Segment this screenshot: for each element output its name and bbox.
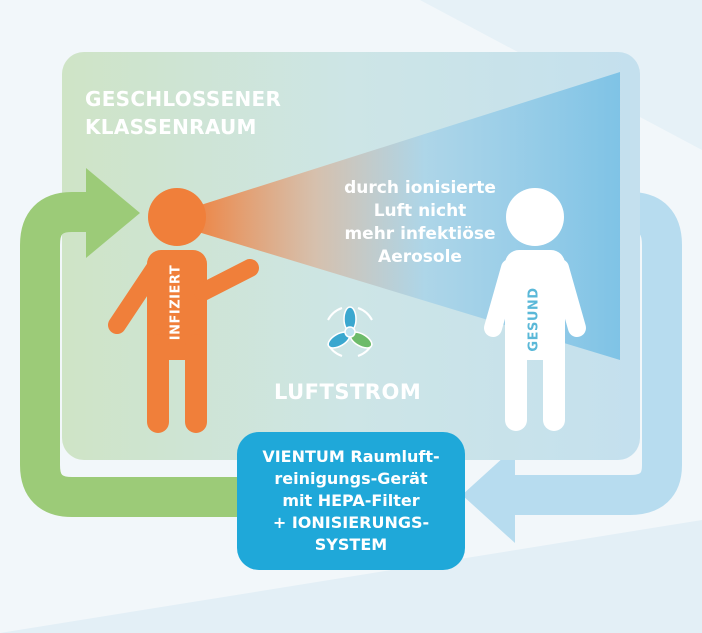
room-title: GESCHLOSSENER KLASSENRAUM xyxy=(85,85,281,141)
beam-caption-line: mehr infektiöse xyxy=(344,224,496,244)
healthy-person xyxy=(484,188,586,431)
infected-person xyxy=(108,188,259,433)
beam-caption-line: durch ionisierte xyxy=(344,178,496,198)
return-arrow-head xyxy=(462,447,515,543)
device-line: VIENTUM Raumluft- xyxy=(262,447,440,466)
device-line: mit HEPA-Filter xyxy=(282,491,420,510)
room-title-line: KLASSENRAUM xyxy=(85,115,257,139)
supply-arrow-head xyxy=(86,168,140,258)
infected-label: INFIZIERT xyxy=(168,264,184,341)
beam-caption-line: Aerosole xyxy=(378,247,462,267)
device-line: SYSTEM xyxy=(314,535,388,554)
beam-caption-line: Luft nicht xyxy=(373,201,467,221)
air-purifier-box: VIENTUM Raumluft- reinigungs-Gerät mit H… xyxy=(237,432,465,570)
supply-arrow xyxy=(19,192,245,517)
room-title-line: GESCHLOSSENER xyxy=(85,87,282,111)
airflow-label: LUFTSTROM xyxy=(274,380,422,404)
return-arrow xyxy=(505,192,682,515)
device-line: + IONISIERUNGS- xyxy=(272,513,430,532)
beam-caption: durch ionisierte Luft nicht mehr infekti… xyxy=(300,177,540,269)
fan-icon xyxy=(327,306,373,357)
device-line: reinigungs-Gerät xyxy=(274,469,428,488)
background-shape xyxy=(0,520,702,633)
healthy-label: GESUND xyxy=(526,287,542,352)
